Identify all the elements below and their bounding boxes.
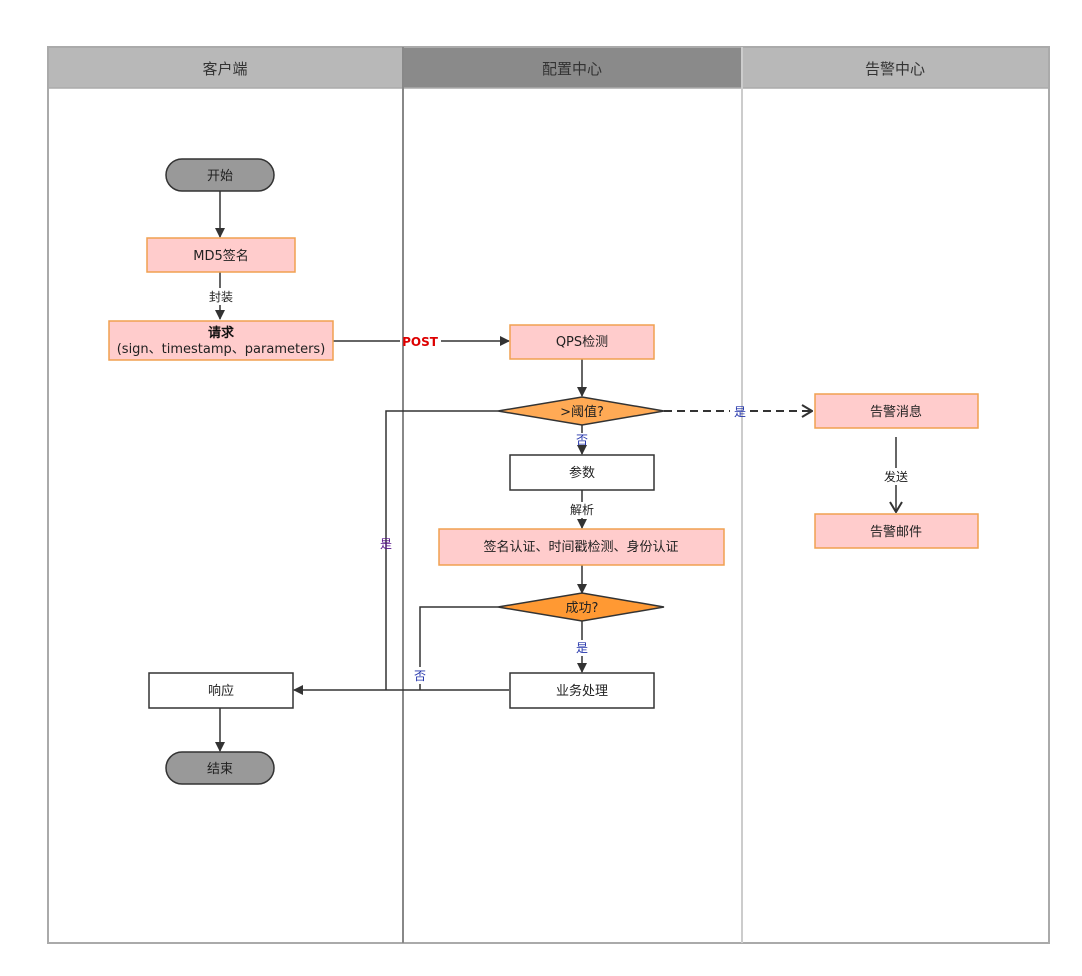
lane-title-client: 客户端 xyxy=(202,60,247,78)
node-business-label: 业务处理 xyxy=(556,683,608,699)
swimlanes: 客户端 配置中心 告警中心 xyxy=(47,46,1050,944)
label-no-threshold: 否 xyxy=(576,433,588,447)
label-yes-success: 是 xyxy=(576,641,588,655)
lane-header-alarm xyxy=(742,48,1048,88)
node-threshold-label: >阈值? xyxy=(560,404,604,420)
node-end-label: 结束 xyxy=(207,762,233,777)
node-threshold: >阈值? xyxy=(497,396,665,426)
node-alarm-mail: 告警邮件 xyxy=(814,513,979,549)
node-auth-label: 签名认证、时间戳检测、身份认证 xyxy=(483,539,678,555)
lane-header-config xyxy=(403,48,741,88)
node-auth: 签名认证、时间戳检测、身份认证 xyxy=(438,528,725,566)
label-post: POST xyxy=(402,335,439,349)
edges xyxy=(215,191,896,752)
label-yes-left: 是 xyxy=(380,537,392,551)
node-qps-label: QPS检测 xyxy=(556,335,608,350)
lane-header-client xyxy=(49,48,402,88)
node-response-label: 响应 xyxy=(208,683,234,699)
edge-success-response xyxy=(419,606,498,667)
node-alarm-msg: 告警消息 xyxy=(814,393,979,429)
node-request: 请求 (sign、timestamp、parameters) xyxy=(108,320,334,361)
node-end: 结束 xyxy=(165,751,275,785)
node-qps: QPS检测 xyxy=(509,324,655,360)
edge-threshold-response xyxy=(385,410,498,690)
label-send: 发送 xyxy=(884,469,908,484)
node-start: 开始 xyxy=(165,158,275,192)
label-parse: 解析 xyxy=(570,503,594,517)
node-params: 参数 xyxy=(509,454,655,491)
edge-labels: 封装 POST 是 否 发送 解析 是 是 否 xyxy=(209,290,908,683)
node-alarm-msg-label: 告警消息 xyxy=(870,404,922,420)
node-request-params: (sign、timestamp、parameters) xyxy=(117,342,326,357)
lane-title-config: 配置中心 xyxy=(542,60,602,78)
node-success-label: 成功? xyxy=(566,601,599,616)
node-alarm-mail-label: 告警邮件 xyxy=(870,524,922,540)
node-request-title: 请求 xyxy=(208,325,235,341)
node-success: 成功? xyxy=(497,592,665,622)
node-response: 响应 xyxy=(148,672,294,709)
node-start-label: 开始 xyxy=(207,169,233,184)
label-no-success: 否 xyxy=(414,669,426,683)
node-md5: MD5签名 xyxy=(146,237,296,273)
node-md5-label: MD5签名 xyxy=(193,248,249,264)
label-wrap: 封装 xyxy=(209,290,233,304)
node-params-label: 参数 xyxy=(569,465,595,481)
label-yes-threshold: 是 xyxy=(734,405,746,419)
lane-title-alarm: 告警中心 xyxy=(865,60,925,78)
node-business: 业务处理 xyxy=(509,672,655,709)
